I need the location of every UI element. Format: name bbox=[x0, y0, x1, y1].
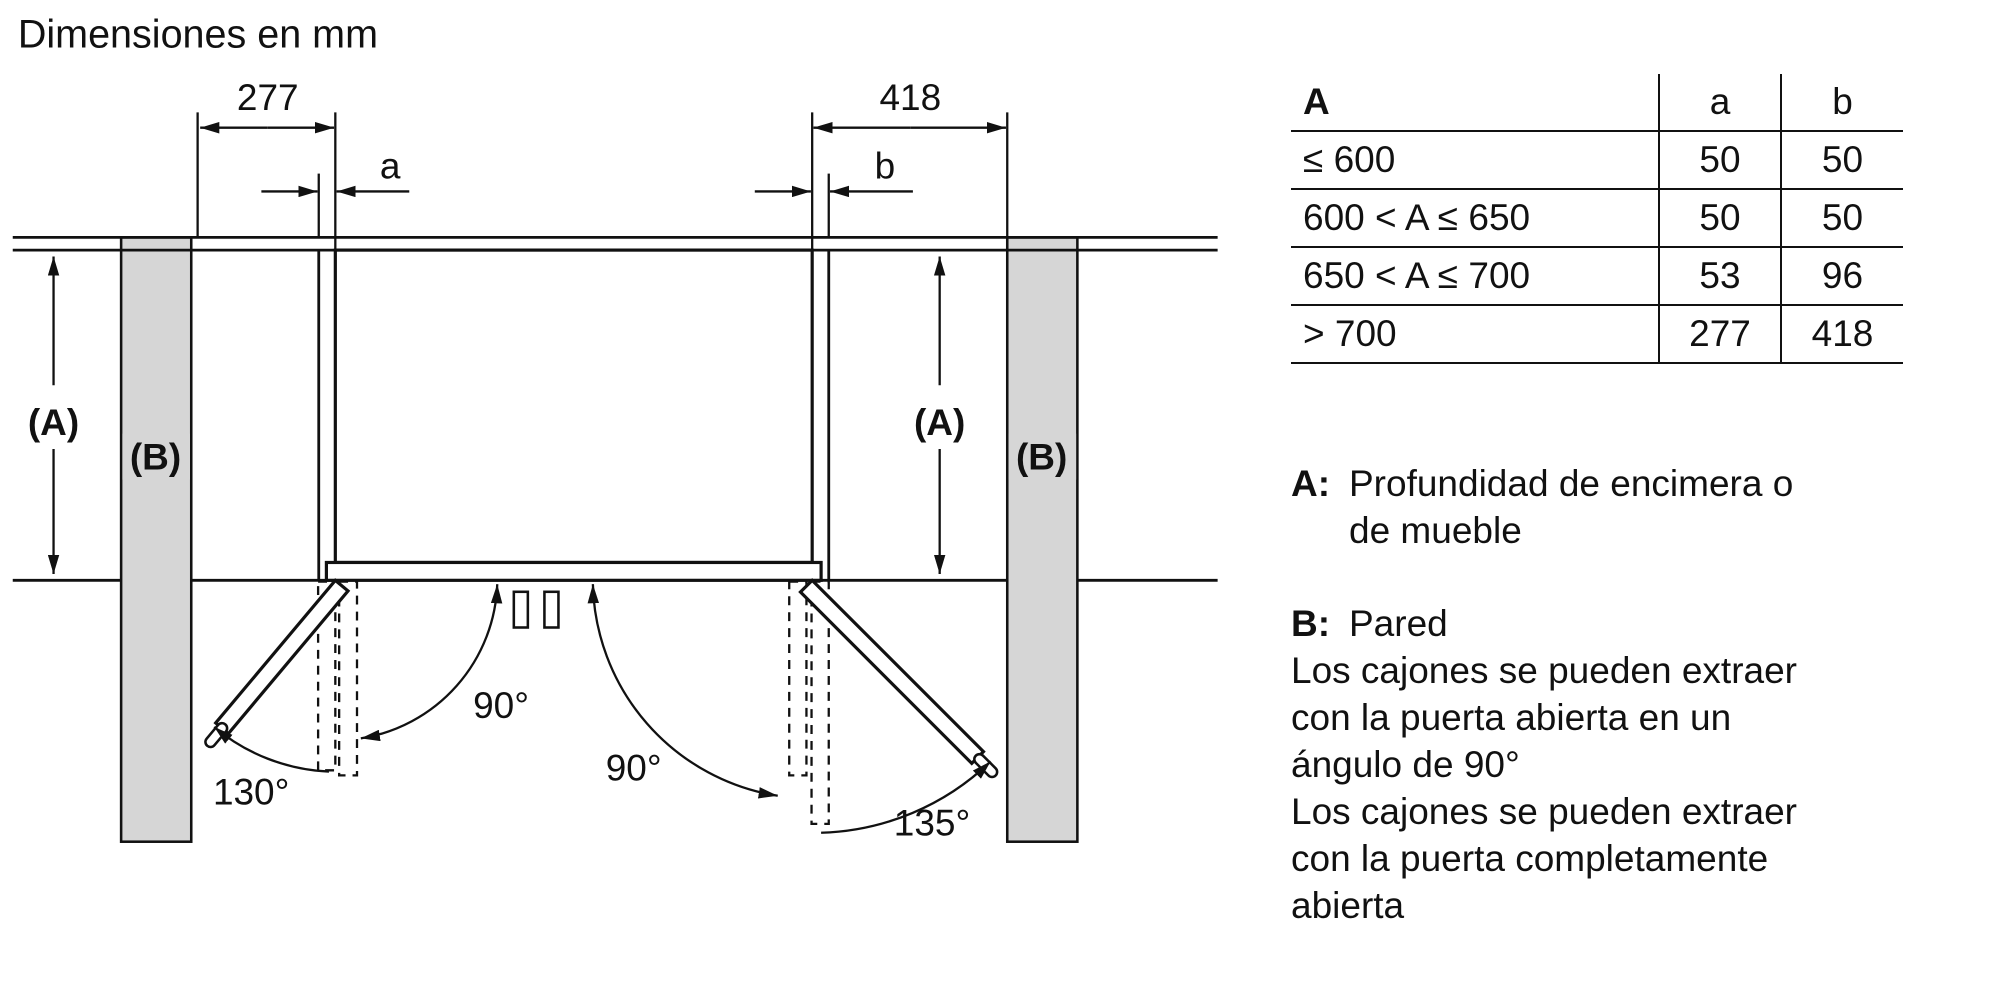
dimension-arrows bbox=[47, 121, 1006, 574]
a-cell: 50 bbox=[1658, 131, 1781, 190]
table-row: > 700 277 418 bbox=[1291, 305, 1903, 364]
right-135deg-label: 135° bbox=[894, 802, 970, 843]
left-door-130-arc bbox=[213, 726, 329, 773]
right-door-90-dashed bbox=[810, 580, 830, 825]
col-header-A: A bbox=[1291, 74, 1659, 132]
label-backplate bbox=[1008, 433, 1077, 480]
table-row: ≤ 600 50 50 bbox=[1291, 131, 1903, 190]
diagram-title: Dimensiones en mm bbox=[18, 12, 378, 56]
note-depth-A: A: Profundidad de encimera o de mueble bbox=[1291, 460, 1981, 554]
right-door-handle-closed bbox=[543, 590, 560, 629]
right-door-open-135 bbox=[798, 578, 999, 779]
b-cell: 50 bbox=[1780, 189, 1903, 248]
note-B-text-line1: Pared bbox=[1349, 603, 1448, 644]
right-door-90-arc bbox=[587, 584, 778, 799]
note-B-key: B: bbox=[1291, 603, 1331, 644]
note-B-text-line4: ángulo de 90° bbox=[1291, 744, 1520, 785]
right-90deg-label: 90° bbox=[606, 748, 662, 789]
fridge-body bbox=[333, 248, 814, 565]
a-cell: 50 bbox=[1658, 189, 1781, 248]
dim-a-label: a bbox=[380, 146, 401, 187]
dim-b-label: b bbox=[875, 146, 896, 187]
extension-lines bbox=[196, 112, 1009, 251]
countertop-lines bbox=[12, 235, 1218, 582]
note-B-text-line6: con la puerta completamente bbox=[1291, 838, 1769, 879]
dim-277-label: 277 bbox=[237, 77, 299, 118]
door-90deg-dashed-positions bbox=[316, 580, 830, 825]
note-B-text-line5: Los cajones se pueden extraer bbox=[1291, 791, 1798, 832]
left-90deg-label: 90° bbox=[473, 685, 529, 726]
label-backplate bbox=[122, 433, 190, 480]
left-door-90-dashed bbox=[316, 580, 337, 772]
wall-B-label-right: (B) bbox=[1016, 436, 1067, 477]
b-cell: 96 bbox=[1780, 247, 1903, 306]
range-cell: 650 < A ≤ 700 bbox=[1291, 247, 1659, 306]
col-header-a: a bbox=[1658, 74, 1781, 132]
table-row: 600 < A ≤ 650 50 50 bbox=[1291, 189, 1903, 248]
depth-A-label-right: (A) bbox=[914, 402, 965, 443]
range-cell: 600 < A ≤ 650 bbox=[1291, 189, 1659, 248]
left-door-90-arc bbox=[360, 584, 503, 742]
legend-notes: A: Profundidad de encimera o de mueble B… bbox=[1291, 460, 1981, 929]
note-A-text-line2: de mueble bbox=[1349, 510, 1522, 551]
b-cell: 50 bbox=[1780, 131, 1903, 190]
a-cell: 277 bbox=[1658, 305, 1781, 364]
dim-418-label: 418 bbox=[880, 77, 942, 118]
range-cell: > 700 bbox=[1291, 305, 1659, 364]
info-column: A a b ≤ 600 50 50 600 < A ≤ 650 50 50 65… bbox=[1291, 74, 1981, 929]
range-cell: ≤ 600 bbox=[1291, 131, 1659, 190]
table-row: 650 < A ≤ 700 53 96 bbox=[1291, 247, 1903, 306]
col-header-b: b bbox=[1780, 74, 1903, 132]
note-A-key: A: bbox=[1291, 463, 1331, 504]
clearance-table: A a b ≤ 600 50 50 600 < A ≤ 650 50 50 65… bbox=[1291, 74, 1903, 364]
note-B-text-line3: con la puerta abierta en un bbox=[1291, 697, 1732, 738]
left-drawer-dashed bbox=[338, 580, 359, 777]
door-swing-arcs bbox=[213, 584, 992, 834]
right-door-135-arc bbox=[821, 760, 992, 834]
installation-diagram: Dimensiones en mm bbox=[12, 12, 1218, 843]
fridge-front-panel bbox=[324, 560, 823, 582]
note-wall-B: B: Pared Los cajones se pueden extraer c… bbox=[1291, 600, 1981, 929]
note-B-text-line2: Los cajones se pueden extraer bbox=[1291, 650, 1798, 691]
left-door-open-130 bbox=[204, 578, 351, 749]
b-cell: 418 bbox=[1780, 305, 1903, 364]
left-wall bbox=[119, 236, 193, 843]
a-cell: 53 bbox=[1658, 247, 1781, 306]
right-drawer-dashed bbox=[788, 580, 808, 777]
note-A-text-line1: Profundidad de encimera o bbox=[1349, 463, 1794, 504]
left-door-handle-closed bbox=[512, 590, 530, 629]
left-130deg-label: 130° bbox=[213, 772, 289, 813]
right-wall bbox=[1005, 236, 1079, 843]
wall-B-label-left: (B) bbox=[130, 436, 181, 477]
depth-A-label-left: (A) bbox=[28, 402, 79, 443]
note-B-text-line7: abierta bbox=[1291, 885, 1405, 926]
table-header-row: A a b bbox=[1291, 74, 1903, 132]
